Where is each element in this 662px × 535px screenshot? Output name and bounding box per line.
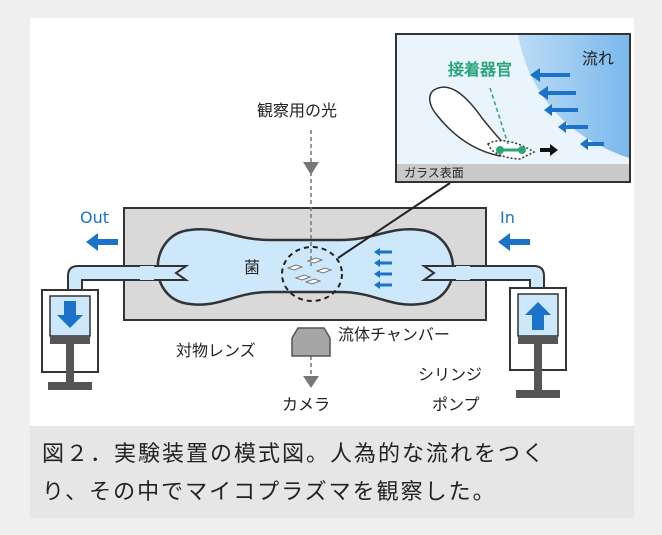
out-arrow bbox=[86, 233, 118, 251]
in-label: In bbox=[500, 208, 515, 227]
figure-caption: 図２．実験装置の模式図。人為的な流れをつく り、その中でマイコプラズマを観察した… bbox=[30, 426, 634, 518]
objective-lens bbox=[291, 327, 331, 357]
syringe-pump-right bbox=[509, 287, 567, 398]
caption-line-2: り、その中でマイコプラズマを観察した。 bbox=[42, 480, 497, 505]
chamber-label: 流体チャンバー bbox=[338, 325, 450, 344]
observation-region bbox=[281, 246, 343, 302]
caption-line-1: 図２．実験装置の模式図。人為的な流れをつく bbox=[42, 442, 547, 467]
bacteria-label: 菌 bbox=[244, 258, 260, 277]
glass-surface bbox=[397, 164, 629, 181]
flow-arrows-inset bbox=[530, 68, 604, 150]
light-arrowhead bbox=[303, 162, 319, 175]
syringe-label-line1: シリンジ bbox=[418, 365, 482, 384]
objective-label: 対物レンズ bbox=[176, 341, 256, 360]
organ-pointer bbox=[489, 87, 509, 145]
inset-flow-field bbox=[518, 35, 629, 158]
camera-label: カメラ bbox=[282, 395, 330, 414]
inset-glass-label: ガラス表面 bbox=[404, 166, 464, 180]
camera-arrowhead bbox=[303, 376, 319, 388]
out-label: Out bbox=[80, 208, 109, 227]
figure-panel: 流れ 接着器官 ガラス表面 観察用の光 Out In 菌 対物レンズ 流体チャン… bbox=[30, 18, 634, 426]
bacteria-icons bbox=[286, 257, 333, 285]
inset-connector bbox=[337, 182, 451, 259]
light-label: 観察用の光 bbox=[257, 101, 337, 120]
syringe-pump-left bbox=[41, 289, 99, 390]
syringe-label-line2: ポンプ bbox=[432, 395, 480, 414]
inset-panel: 流れ 接着器官 ガラス表面 bbox=[395, 33, 631, 183]
apparatus-diagram: 流れ 接着器官 ガラス表面 観察用の光 Out In 菌 対物レンズ 流体チャン… bbox=[41, 33, 631, 414]
in-arrow bbox=[498, 233, 530, 251]
inset-organ-label: 接着器官 bbox=[448, 60, 512, 79]
inset-flow-label: 流れ bbox=[582, 49, 614, 68]
flow-arrows-chamber bbox=[374, 248, 392, 289]
motion-arrow bbox=[540, 144, 558, 156]
